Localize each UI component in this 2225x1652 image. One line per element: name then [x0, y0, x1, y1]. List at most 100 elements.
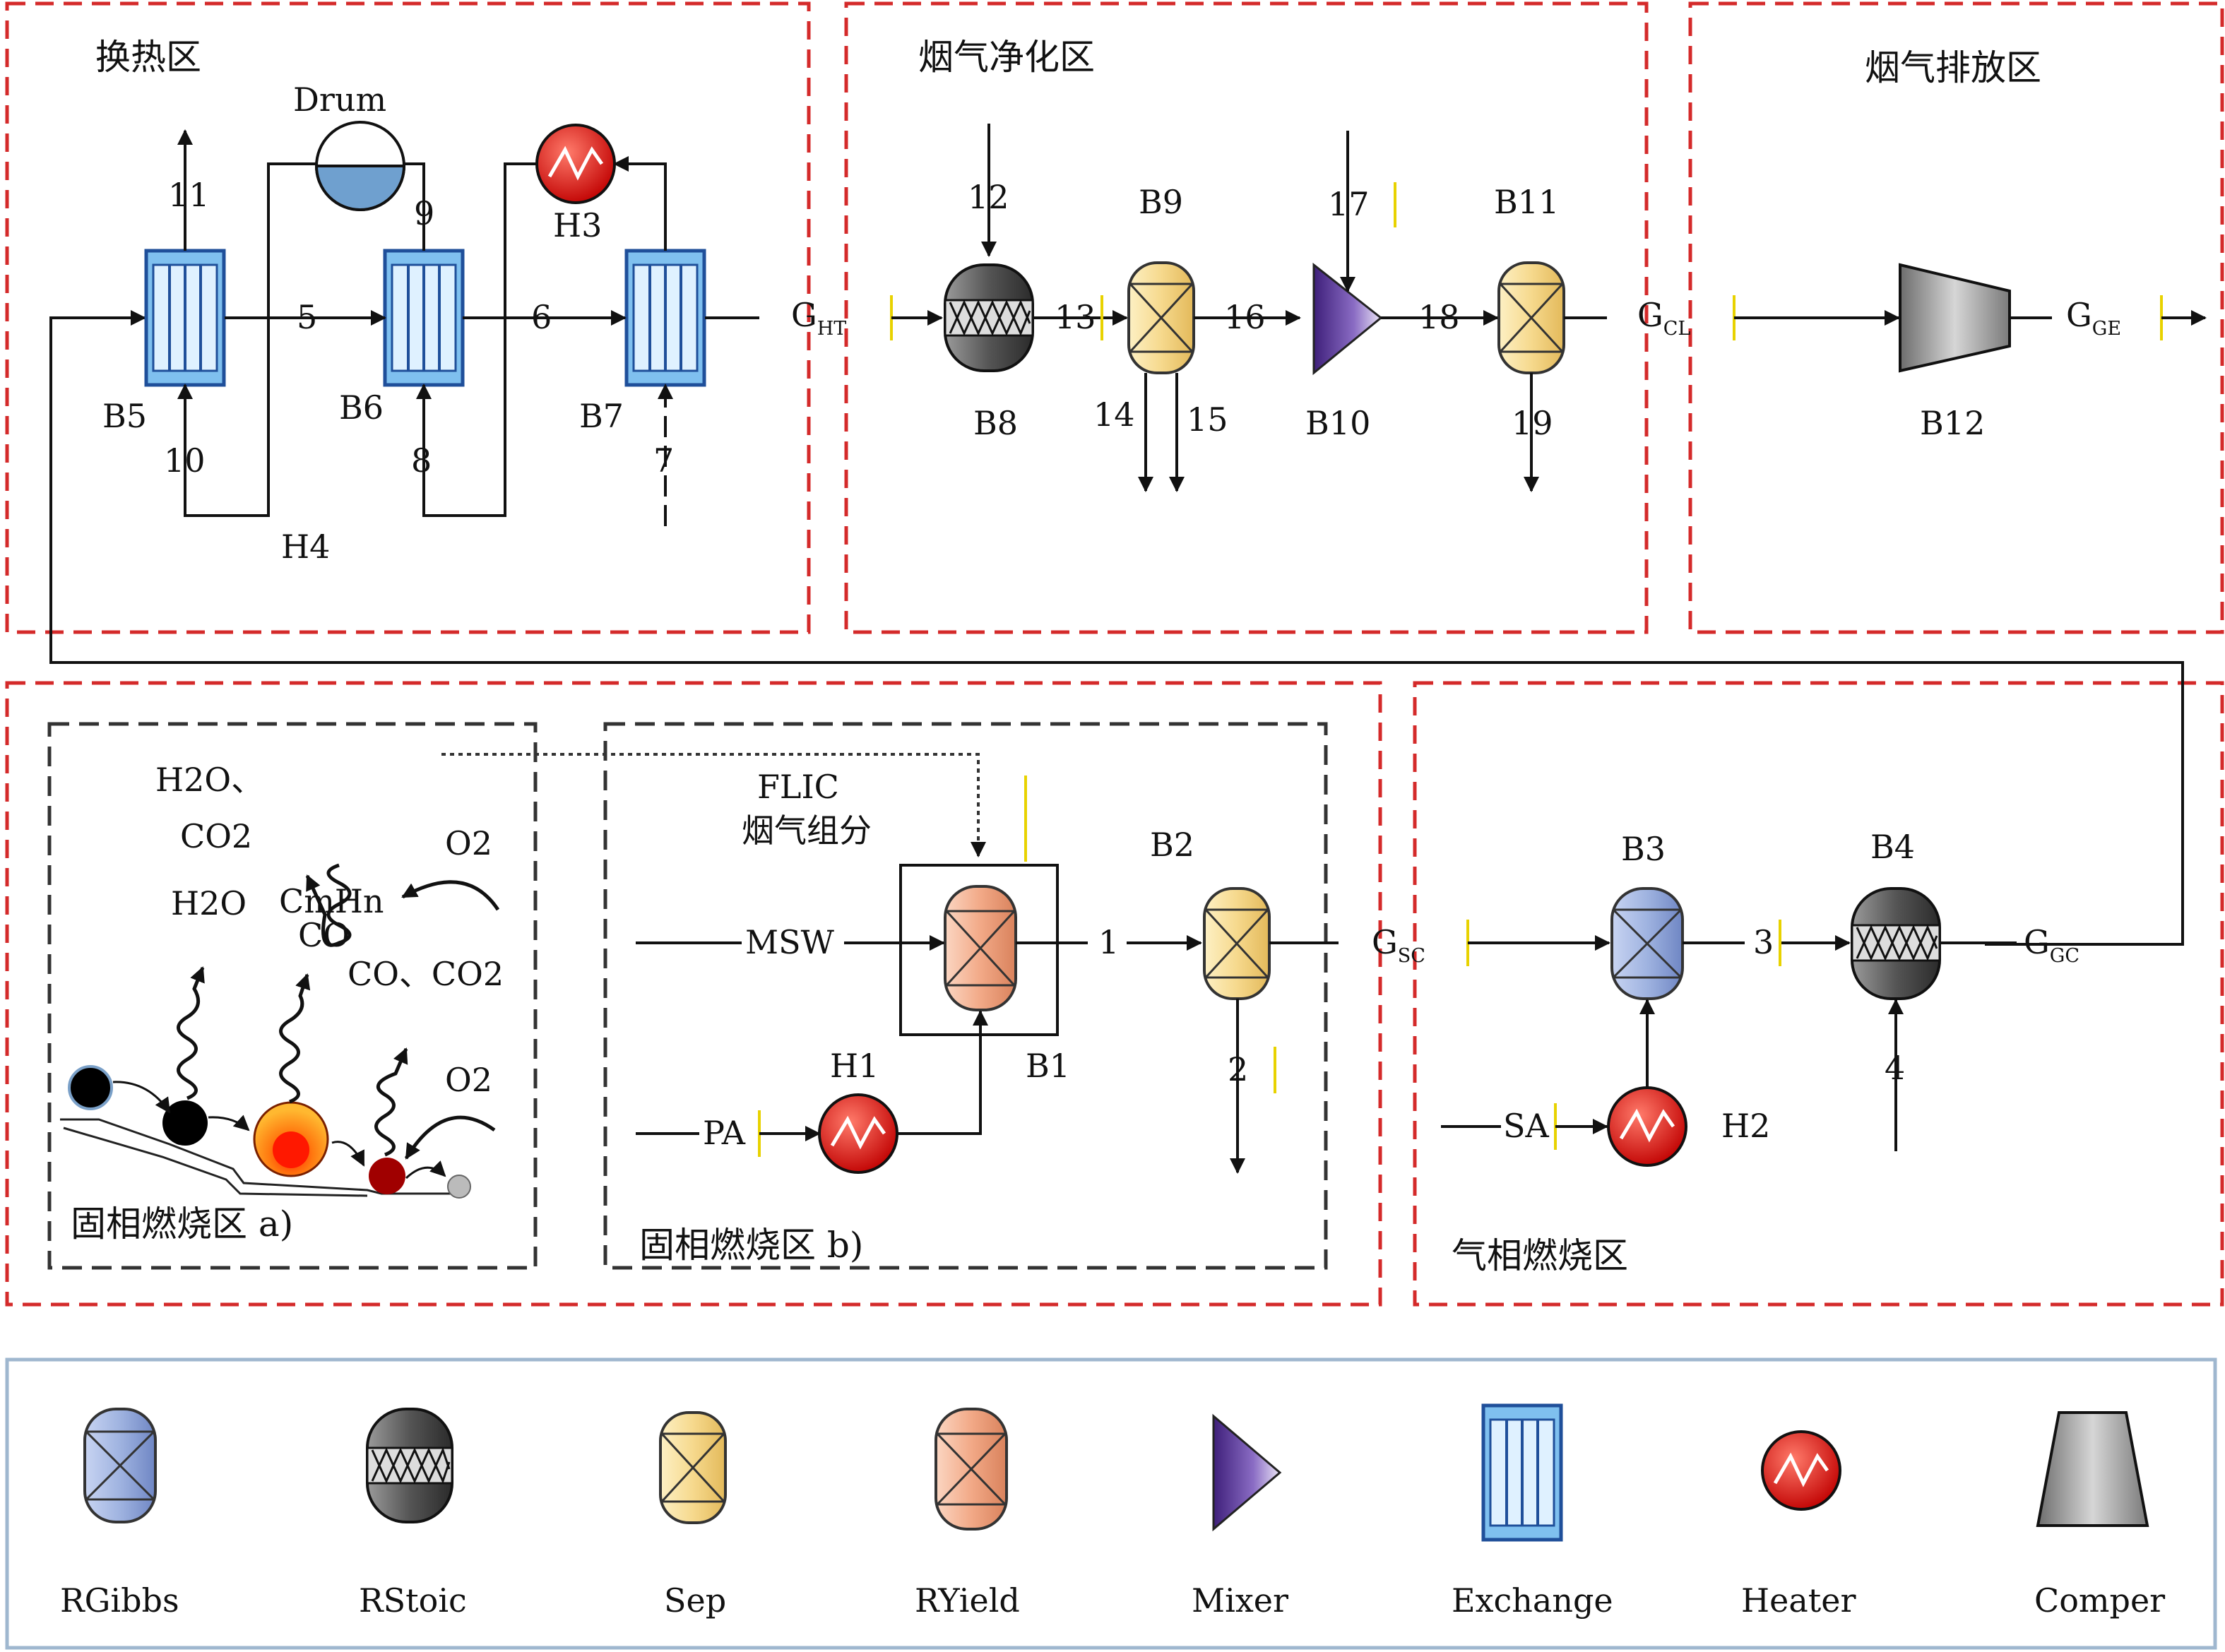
- legend-label-comper: Comper: [2034, 1581, 2165, 1620]
- legend-label-ryield: RYield: [915, 1581, 1020, 1620]
- legend-label-sep: Sep: [664, 1581, 726, 1620]
- label-h2o-co2-b: CO2: [180, 817, 252, 855]
- sep-b9[interactable]: [1127, 261, 1195, 374]
- label-sa: SA: [1503, 1107, 1550, 1145]
- heater-h2[interactable]: [1607, 1086, 1687, 1167]
- ryield-b1[interactable]: [944, 885, 1017, 1011]
- stream-h3-return: [613, 156, 667, 251]
- legend-label-rgibbs: RGibbs: [60, 1581, 179, 1620]
- label-h2o: H2O: [171, 884, 247, 922]
- exchanger-b5[interactable]: [144, 249, 226, 387]
- combustion-illustration: [60, 863, 500, 1199]
- subzone-solid-combustion-a: [47, 722, 538, 1270]
- label-msw: MSW: [745, 923, 835, 961]
- zone-heat-exchange: [5, 1, 811, 634]
- label-co-co2: CO、CO2: [348, 955, 504, 993]
- zone-gas-combustion: [1413, 681, 2224, 1307]
- zone-title-solid-combustion-a: 固相燃烧区 a): [71, 1204, 293, 1244]
- legend-label-exchange: Exchange: [1452, 1581, 1613, 1620]
- stream-9: [404, 162, 425, 251]
- label-stream-5: 5: [297, 298, 317, 336]
- exchanger-b6[interactable]: [383, 249, 465, 387]
- zone-solid-combustion: [5, 681, 1382, 1307]
- label-b7: B7: [579, 397, 624, 435]
- rstoic-b4[interactable]: [1851, 887, 1941, 1000]
- stream-8-loop: [422, 162, 537, 517]
- label-b12: B12: [1920, 404, 1985, 442]
- heater-h3[interactable]: [535, 124, 616, 204]
- label-b5: B5: [102, 397, 147, 435]
- sep-b11[interactable]: [1497, 261, 1565, 374]
- label-g-ge: GGE: [2066, 296, 2121, 340]
- stream-h1-out: [897, 1010, 988, 1135]
- label-b2: B2: [1150, 826, 1194, 864]
- particle-burning-core: [273, 1131, 309, 1168]
- label-flic-components: 烟气组分: [742, 812, 872, 850]
- label-co: CO: [298, 916, 350, 954]
- label-b6: B6: [339, 388, 384, 427]
- legend-exchange-icon: [1481, 1403, 1563, 1542]
- label-pa: PA: [703, 1114, 746, 1152]
- legend-rgibbs-icon: [83, 1408, 157, 1523]
- zone-title-flue-gas-emission: 烟气排放区: [1865, 47, 2041, 88]
- label-stream-18: 18: [1418, 298, 1460, 336]
- label-stream-1: 1: [1098, 923, 1119, 961]
- legend-heater-icon: [1761, 1430, 1841, 1511]
- label-stream-19: 19: [1512, 404, 1553, 442]
- label-stream-8: 8: [411, 441, 432, 480]
- drum-vessel[interactable]: [314, 121, 406, 211]
- compressor-b12[interactable]: [1899, 263, 2011, 373]
- legend-box: [5, 1357, 2217, 1650]
- label-g-ht: GHT: [791, 296, 846, 340]
- rgibbs-b3[interactable]: [1610, 887, 1684, 1000]
- label-b1: B1: [1026, 1047, 1070, 1085]
- label-stream-6: 6: [531, 298, 552, 336]
- rstoic-b8[interactable]: [944, 263, 1034, 372]
- legend-comper-icon: [2036, 1411, 2149, 1527]
- label-stream-14: 14: [1093, 396, 1135, 434]
- label-o2-bottom: O2: [445, 1061, 492, 1099]
- label-stream-9: 9: [414, 194, 434, 232]
- zone-title-solid-combustion-b: 固相燃烧区 b): [639, 1225, 863, 1266]
- heater-h1[interactable]: [818, 1093, 898, 1174]
- label-cmhn: CmHn: [279, 882, 384, 920]
- stream-h4-loop: [184, 318, 270, 517]
- legend-sep-icon: [659, 1411, 727, 1524]
- label-stream-15: 15: [1187, 400, 1228, 439]
- stream-flic-dotted: [441, 753, 986, 857]
- legend-label-mixer: Mixer: [1192, 1581, 1288, 1620]
- label-o2-top: O2: [445, 824, 492, 862]
- label-flic: FLIC: [757, 768, 839, 806]
- label-h4: H4: [281, 528, 330, 566]
- label-stream-17: 17: [1328, 185, 1370, 223]
- label-stream-16: 16: [1224, 298, 1266, 336]
- zone-title-gas-combustion: 气相燃烧区: [1452, 1235, 1628, 1276]
- label-stream-13: 13: [1055, 298, 1096, 336]
- label-b8: B8: [973, 404, 1018, 442]
- particle-dry: [162, 1100, 208, 1146]
- zone-title-flue-gas-cleaning: 烟气净化区: [918, 37, 1095, 78]
- legend-ryield-icon: [935, 1408, 1008, 1531]
- label-stream-10: 10: [164, 441, 206, 480]
- label-stream-12: 12: [968, 178, 1009, 216]
- sep-b2[interactable]: [1203, 887, 1271, 1000]
- label-h1: H1: [830, 1047, 879, 1085]
- label-b9: B9: [1139, 183, 1183, 221]
- zone-flue-gas-cleaning: [844, 1, 1649, 634]
- label-stream-11: 11: [168, 176, 210, 214]
- subzone-solid-combustion-b: [603, 722, 1328, 1270]
- label-stream-4: 4: [1885, 1049, 1905, 1087]
- zone-flue-gas-emission: [1688, 1, 2224, 634]
- label-g-cl: GCL: [1637, 296, 1690, 340]
- stream-to-drum-left: [225, 162, 316, 319]
- legend-mixer-icon: [1212, 1413, 1282, 1532]
- label-stream-3: 3: [1753, 923, 1774, 961]
- exchanger-b7[interactable]: [624, 249, 706, 387]
- legend-label-rstoic: RStoic: [359, 1581, 467, 1620]
- particle-fresh: [68, 1065, 113, 1110]
- label-h3: H3: [553, 206, 602, 244]
- zone-title-heat-exchange: 换热区: [95, 37, 201, 78]
- label-b3: B3: [1621, 830, 1666, 868]
- label-b4: B4: [1870, 828, 1915, 866]
